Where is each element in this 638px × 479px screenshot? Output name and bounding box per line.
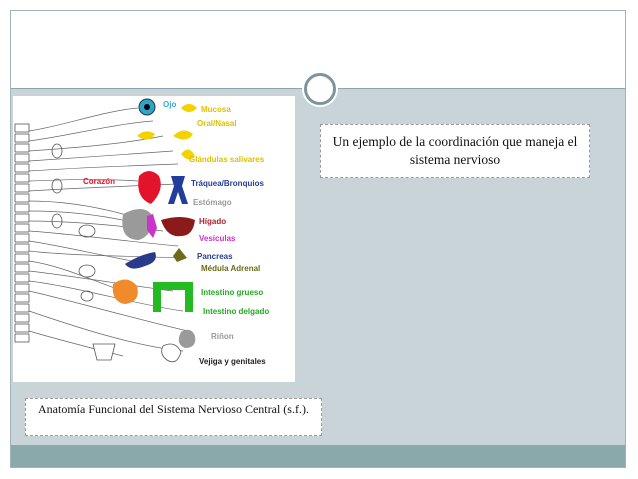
label-rinon: Riñon [211,332,234,341]
label-ojo: Ojo [163,100,176,109]
diagram-svg: Ojo Mucosa Oral/Nasal Glándulas salivare… [14,98,269,366]
slide-footer-band [11,445,625,467]
organ-large-intestine [153,282,193,312]
citation-box: Anatomía Funcional del Sistema Nervioso … [25,398,322,436]
organ-gland-left [137,131,155,140]
nervous-system-diagram: Ojo Mucosa Oral/Nasal Glándulas salivare… [13,96,295,382]
organ-small-intestine-orange [112,279,138,304]
nerve-fibers [28,107,189,357]
organ-adrenal [173,248,187,262]
label-vejiga: Vejiga y genitales [199,357,266,366]
decorative-ring [304,73,336,105]
organ-mucosa [181,104,197,112]
label-corazon: Corazón [83,177,115,186]
label-oral-nasal: Oral/Nasal [197,119,237,128]
organ-heart [138,171,161,204]
label-glandulas: Glándulas salivares [189,155,265,164]
organ-gallbladder [147,214,157,238]
label-higado: Hígado [199,217,226,226]
organ-salivary-glands [181,149,195,160]
organ-eye [138,98,156,116]
label-intestino-grueso: Intestino grueso [201,288,263,297]
organ-trachea [168,176,188,204]
callout-text: Un ejemplo de la coordinación que maneja… [332,134,578,167]
label-vesiculas: Vesículas [199,234,236,243]
organ-bladder [92,343,116,361]
ganglia [51,143,96,302]
label-intestino-delgado: Intestino delgado [203,307,269,316]
label-mucosa: Mucosa [201,105,231,114]
citation-text: Anatomía Funcional del Sistema Nervioso … [38,402,309,416]
callout-coordination: Un ejemplo de la coordinación que maneja… [320,124,590,178]
organ-genitals [161,343,182,363]
organ-kidney [178,329,196,348]
organ-stomach [122,209,152,240]
label-estomago: Estómago [193,198,232,207]
label-traquea: Tráquea/Bronquios [191,179,264,188]
spinal-column [14,123,30,343]
label-medula-adrenal: Médula Adrenal [201,264,260,273]
organ-pancreas [125,252,156,269]
organ-oral-nasal [173,130,193,140]
organ-liver [161,217,195,237]
label-pancreas: Pancreas [197,252,233,261]
